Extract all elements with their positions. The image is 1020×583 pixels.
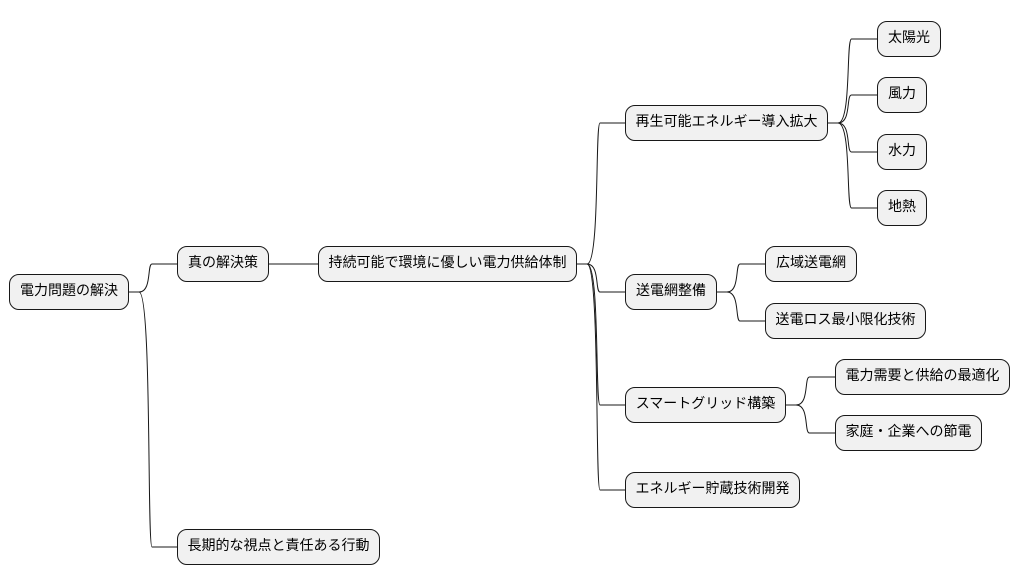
link-sys-grid bbox=[577, 263, 625, 293]
node-geothermal: 地熱 bbox=[877, 190, 927, 226]
link-smart-s1 bbox=[786, 404, 835, 434]
node-solar: 太陽光 bbox=[877, 21, 941, 57]
link-root-true bbox=[129, 263, 177, 293]
link-grid-g0 bbox=[717, 263, 765, 293]
link-ren-r3 bbox=[828, 122, 877, 209]
node-true-solution: 真の解決策 bbox=[177, 246, 269, 282]
link-sys-smart bbox=[577, 263, 625, 406]
node-demand-supply-optimization: 電力需要と供給の最適化 bbox=[835, 359, 1010, 395]
node-sustainable-system: 持続可能で環境に優しい電力供給体制 bbox=[318, 246, 577, 282]
link-sys-ren bbox=[577, 122, 625, 265]
link-ren-r2 bbox=[828, 122, 877, 153]
node-wide-area-grid: 広域送電網 bbox=[765, 246, 857, 282]
node-hydro: 水力 bbox=[877, 134, 927, 170]
link-ren-r1 bbox=[828, 94, 877, 124]
node-storage: エネルギー貯蔵技術開発 bbox=[625, 472, 800, 508]
link-grid-g1 bbox=[717, 291, 765, 322]
link-smart-s0 bbox=[786, 376, 835, 406]
node-root: 電力問題の解決 bbox=[9, 274, 129, 310]
link-root-long bbox=[129, 291, 177, 548]
node-wind: 風力 bbox=[877, 77, 927, 113]
node-renewable: 再生可能エネルギー導入拡大 bbox=[625, 105, 828, 141]
link-ren-r0 bbox=[828, 38, 877, 124]
node-smart-grid: スマートグリッド構築 bbox=[625, 387, 786, 423]
node-loss-minimization: 送電ロス最小限化技術 bbox=[765, 303, 926, 339]
node-grid: 送電網整備 bbox=[625, 274, 717, 310]
node-power-saving: 家庭・企業への節電 bbox=[835, 415, 982, 451]
link-sys-stor bbox=[577, 263, 625, 491]
node-long-term: 長期的な視点と責任ある行動 bbox=[177, 529, 380, 565]
